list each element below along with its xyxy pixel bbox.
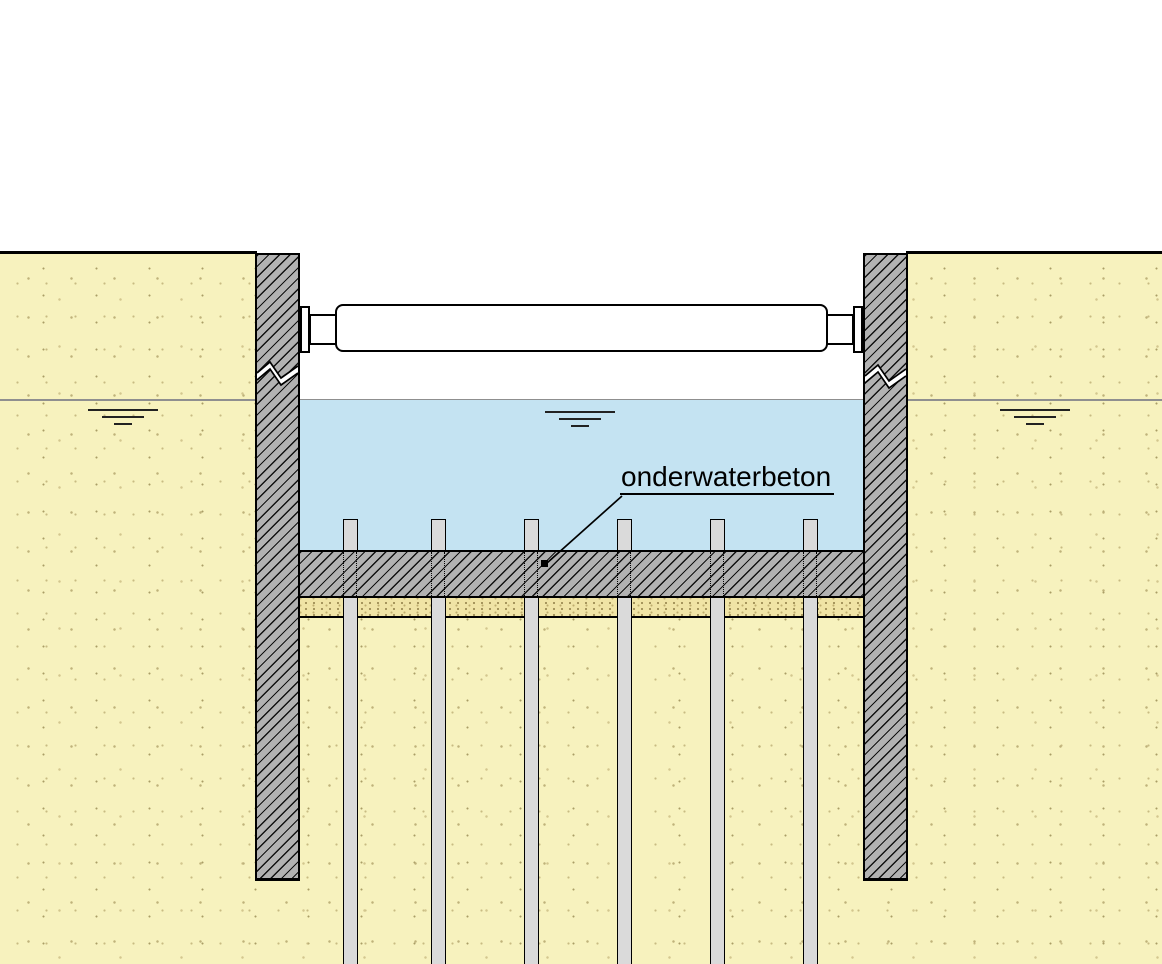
onderwaterbeton-label: onderwaterbeton (620, 462, 835, 496)
pile-hidden-edge (630, 552, 631, 596)
pile-hidden-edge (431, 552, 432, 596)
pile-stub (803, 519, 818, 552)
sheet-pile-wall-left (255, 253, 300, 881)
leader-line (541, 495, 623, 567)
strut-end-plate-right (853, 306, 863, 353)
pile-hidden-edge (803, 552, 804, 596)
strut-connector-left (309, 314, 337, 345)
pile-hidden-edge (617, 552, 618, 596)
pile-stub (431, 519, 446, 552)
pile-stub (524, 519, 539, 552)
pile-hidden-edge (524, 552, 525, 596)
pile-hidden-edge (816, 552, 817, 596)
foundation-pile (617, 598, 632, 964)
foundation-pile (343, 598, 358, 964)
water-level-symbol-left (88, 409, 158, 425)
pile-hidden-edge (356, 552, 357, 596)
strut-tube (335, 304, 828, 352)
pile-stub (343, 519, 358, 552)
strut-connector-right (826, 314, 854, 345)
groundwater-line-left (0, 399, 255, 401)
pile-hidden-edge (537, 552, 538, 596)
wall-break-mark (865, 363, 906, 390)
water-level-symbol-right (1000, 409, 1070, 425)
foundation-pile (431, 598, 446, 964)
water-level-symbol-pit (545, 411, 615, 427)
groundwater-line-right (908, 399, 1162, 401)
foundation-pile (524, 598, 539, 964)
ground-surface-line-right (906, 251, 1162, 254)
pile-hidden-edge (343, 552, 344, 596)
ground-surface-line-left (0, 251, 257, 254)
pile-hidden-edge (710, 552, 711, 596)
foundation-pile (803, 598, 818, 964)
underwater-concrete-slab (300, 550, 863, 598)
excavation-water (300, 399, 863, 550)
sand-levelling-band (300, 598, 863, 618)
sheet-pile-wall-right (863, 253, 908, 881)
pile-hidden-edge (444, 552, 445, 596)
foundation-pile (710, 598, 725, 964)
wall-break-mark (257, 360, 298, 387)
pile-hidden-edge (723, 552, 724, 596)
pile-stub (710, 519, 725, 552)
